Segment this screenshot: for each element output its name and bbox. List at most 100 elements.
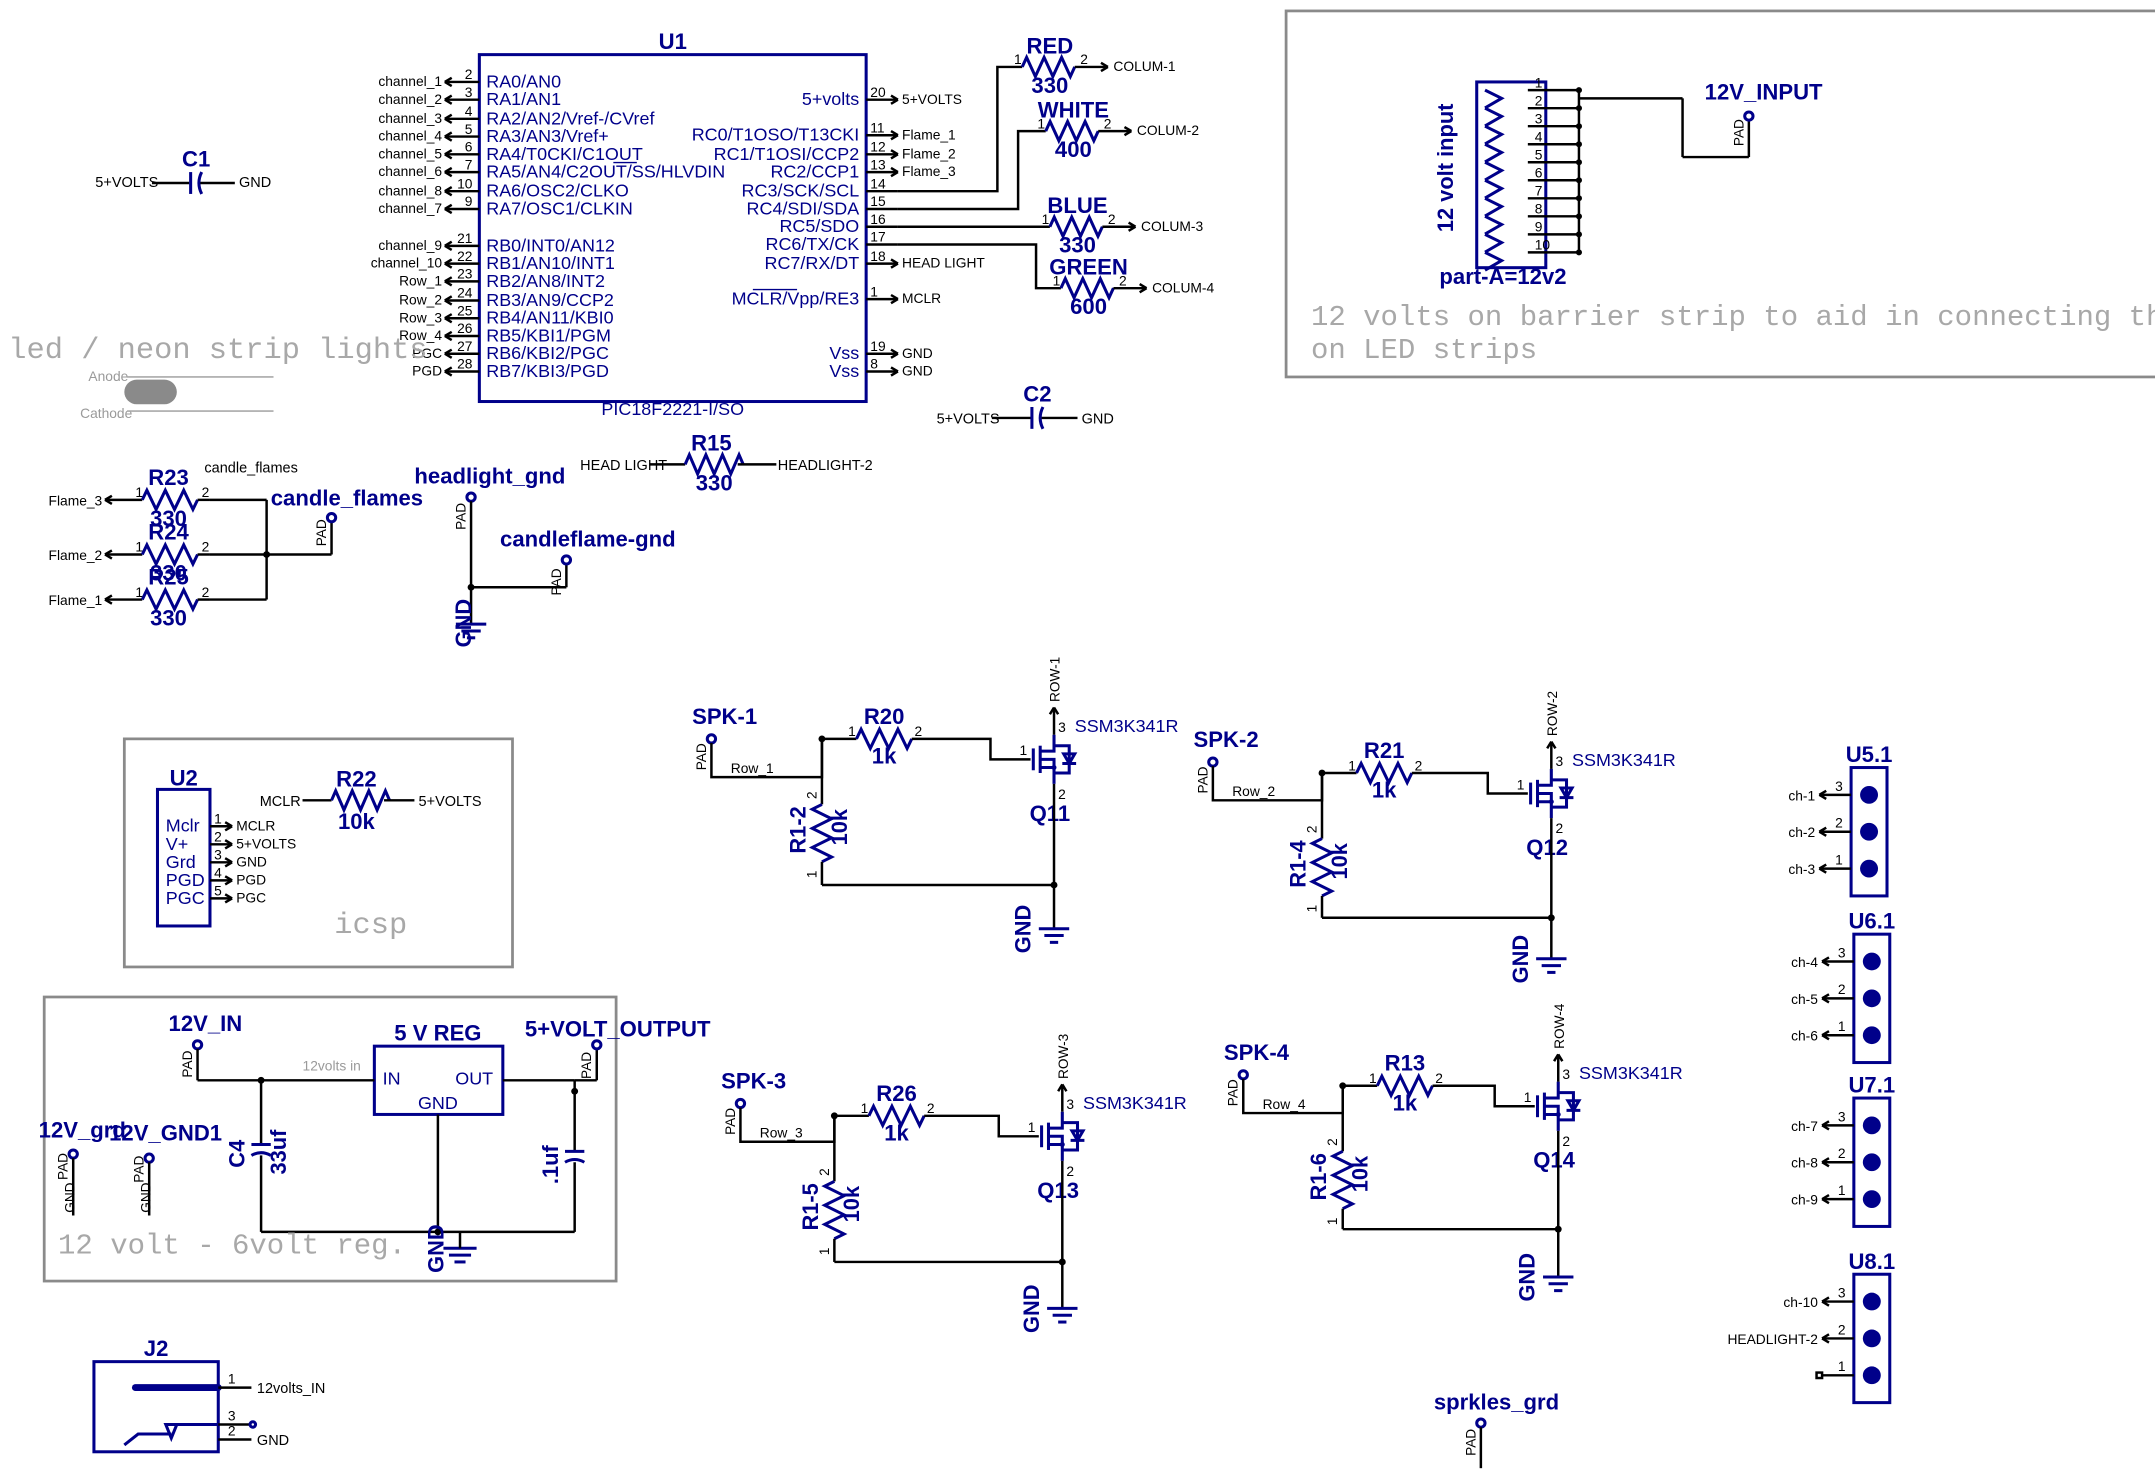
u1-left-pin-arrow — [444, 330, 453, 342]
led-strip-title: led / neon strip lights — [8, 334, 427, 368]
header-arrow — [1821, 1030, 1830, 1041]
ground-pads: headlight_gnd PAD candleflame-gnd PAD GN… — [414, 464, 675, 648]
mosfet-gate-pin: 1 — [1517, 777, 1525, 792]
icsp-pin-number: 2 — [214, 830, 222, 845]
spk-pad — [1207, 756, 1219, 768]
bias-resistor-zigzag — [1329, 1149, 1356, 1211]
u1-left-pin-function: RB7/KBI3/PGD — [486, 361, 609, 381]
u1-left-pin-number: 22 — [457, 249, 472, 264]
drain-arrow — [1553, 1053, 1564, 1062]
header-arrow — [1821, 993, 1830, 1004]
ground-junction — [1547, 914, 1555, 922]
u1-right-pin-function: RC4/SDI/SDA — [747, 199, 860, 219]
mosfet-drain-pin: 3 — [1066, 1097, 1074, 1112]
u1-left-pin-number: 23 — [457, 267, 473, 282]
gate-resistor-pin2: 2 — [927, 1101, 935, 1116]
colum-resistor-zigzag — [1044, 117, 1100, 145]
gate-resistor-zigzag — [1355, 759, 1414, 787]
mosfet-ref: Q14 — [1533, 1148, 1576, 1173]
bias-resistor-ref: R1-6 — [1306, 1153, 1331, 1200]
icsp-pin-function: PGD — [166, 870, 205, 890]
colum-resistor-zigzag — [1020, 53, 1077, 81]
header-ref: U8.1 — [1848, 1249, 1895, 1274]
mosfet-ref: Q12 — [1526, 835, 1568, 860]
header-ref: U7.1 — [1848, 1073, 1895, 1098]
header-pin-dot — [1862, 1116, 1881, 1135]
header-net-label: ch-2 — [1788, 825, 1815, 840]
bias-pin-1: 1 — [804, 871, 819, 879]
bias-resistor-zigzag — [821, 1180, 848, 1241]
header-pin-dot — [1862, 1366, 1881, 1385]
candle-resistor-value: 330 — [150, 606, 187, 631]
u1-left-pin-function: RB2/AN8/INT2 — [486, 271, 605, 291]
candle-arrow — [104, 594, 113, 605]
u1-left-net-label: channel_6 — [378, 164, 442, 179]
icsp-pin-function: Grd — [166, 852, 196, 872]
candle-pin-2: 2 — [202, 485, 210, 500]
header-net-label: ch-3 — [1788, 862, 1815, 877]
header-arrow — [1821, 1120, 1830, 1131]
candle-pad-text: PAD — [314, 519, 329, 546]
colum-pin-2: 2 — [1108, 212, 1116, 227]
colum-resistor-value: 330 — [1031, 73, 1068, 98]
r15-right-net: HEADLIGHT-2 — [778, 458, 873, 474]
u1-right-pin-number: 1 — [870, 284, 878, 299]
u1-left-pin-arrow — [444, 203, 453, 215]
regulator-input-note: 12volts in — [303, 1059, 361, 1074]
ground-text: GND — [1019, 1284, 1044, 1333]
header-arrow — [1821, 956, 1830, 967]
icsp-net-label: PGC — [236, 891, 266, 906]
colum-resistor-name: BLUE — [1047, 193, 1107, 218]
colum-pin-2: 2 — [1104, 116, 1112, 131]
u1-left-pin-number: 21 — [457, 231, 472, 246]
spk-pad — [734, 1097, 747, 1110]
barrier-terminal — [1484, 178, 1505, 200]
gate-resistor-ref: R20 — [864, 704, 905, 729]
u1-right-pin-number: 8 — [870, 357, 878, 372]
icsp-pin-function: V+ — [166, 834, 188, 854]
u1-left-pin-function: RA5/AN4/C2OUT/SS/HLVDIN — [486, 162, 725, 182]
mosfet-source-pin: 2 — [1058, 787, 1066, 802]
colum-resistor-name: WHITE — [1038, 98, 1109, 123]
r22-right-net: 5+VOLTS — [419, 794, 482, 810]
u1-right-pin-number: 15 — [870, 194, 886, 209]
u1-right-pin-number: 16 — [870, 212, 886, 227]
c2-ref: C2 — [1023, 382, 1051, 407]
colum-pin-1: 1 — [1053, 274, 1061, 289]
icsp-pin-arrow — [224, 893, 233, 904]
icsp-pin-function: PGC — [166, 888, 205, 908]
twelve-input-label: 12V_INPUT — [1705, 80, 1823, 105]
candleflame-pad-text: PAD — [549, 568, 564, 595]
u1-right-pin-function: RC2/CCP1 — [770, 162, 859, 182]
drain-arrow — [1048, 706, 1060, 715]
colum-pin-1: 1 — [1037, 116, 1045, 131]
colum-resistor-name: RED — [1027, 33, 1074, 58]
header-open-terminal — [1815, 1371, 1824, 1380]
gate-resistor-ref: R26 — [876, 1081, 917, 1106]
mosfet-dot — [1548, 799, 1554, 805]
u2-body — [155, 787, 212, 928]
colum-wire — [897, 129, 1046, 211]
header-pin-number: 1 — [1838, 1019, 1846, 1034]
u1-left-pin-function: RB5/KBI1/PGM — [486, 326, 611, 346]
colum-resistor-value: 600 — [1070, 294, 1107, 319]
header-pin-dot — [1862, 1292, 1881, 1311]
colum-arrow — [1100, 61, 1109, 73]
bias-resistor-value: 10k — [839, 1185, 864, 1222]
header-arrow — [1821, 1333, 1830, 1344]
header-pin-dot — [1862, 989, 1881, 1008]
barrier-pin-number: 8 — [1535, 202, 1543, 217]
u1-right-net-label: HEAD LIGHT — [902, 256, 985, 271]
header-arrow — [1821, 1157, 1830, 1168]
candle-arrow — [104, 494, 113, 506]
header-pin-dot — [1862, 1329, 1881, 1348]
colum-pin-2: 2 — [1119, 274, 1127, 289]
mosfet-gate-pin: 1 — [1019, 743, 1027, 758]
u1-left-pin-number: 6 — [465, 140, 473, 155]
u1-left-pin-function: RA3/AN3/Vref+ — [486, 126, 609, 146]
